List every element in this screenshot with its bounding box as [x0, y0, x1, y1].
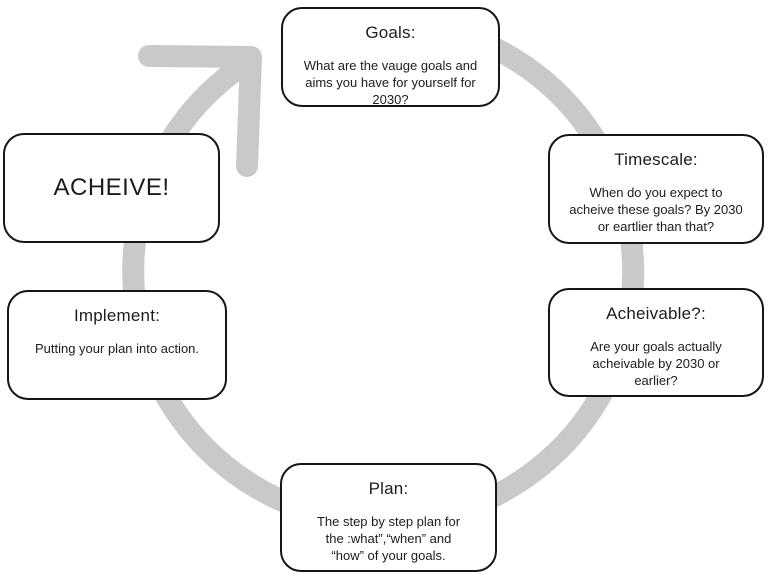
node-plan-heading: Plan:	[368, 479, 409, 498]
node-acheive-label: ACHEIVE!	[53, 174, 170, 201]
node-implement-body: Putting your plan into action.	[34, 341, 200, 356]
node-timescale: Timescale: When do you expect to acheive…	[548, 134, 764, 244]
node-implement-heading: Implement:	[73, 306, 161, 325]
node-acheivable-body: Are your goals actually acheivable by 20…	[590, 339, 722, 388]
cycle-arrowhead-icon	[138, 45, 262, 177]
node-timescale-body: When do you expect to acheive these goal…	[569, 185, 743, 234]
node-acheivable: Acheivable?: Are your goals actually ach…	[548, 288, 764, 397]
node-implement: Implement: Putting your plan into action…	[7, 290, 227, 400]
node-acheivable-heading: Acheivable?:	[606, 304, 706, 323]
node-plan-body: The step by step plan for the :what”,“wh…	[316, 514, 461, 563]
node-timescale-heading: Timescale:	[614, 150, 698, 169]
node-goals: Goals: What are the vauge goals and aims…	[281, 7, 500, 107]
node-acheive: ACHEIVE!	[3, 133, 220, 243]
node-goals-heading: Goals:	[365, 23, 416, 42]
node-goals-body: What are the vauge goals and aims you ha…	[303, 58, 478, 107]
node-plan: Plan: The step by step plan for the :wha…	[280, 463, 497, 572]
